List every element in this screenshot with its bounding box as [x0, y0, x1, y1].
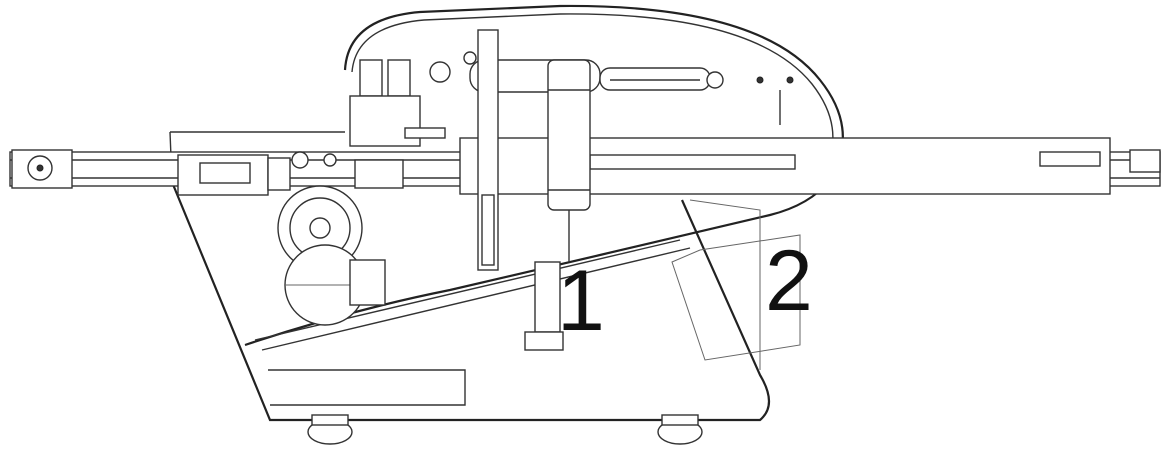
drive-wheel — [277, 185, 386, 326]
upper-cover — [244, 4, 844, 347]
rail-carriage-left — [177, 151, 337, 196]
casters — [307, 414, 703, 445]
callout-2-panel — [671, 234, 801, 361]
callout-2-label: 2 — [765, 233, 813, 329]
vertical-cylinder — [477, 29, 591, 351]
callout-1-label: 1 — [557, 253, 605, 349]
